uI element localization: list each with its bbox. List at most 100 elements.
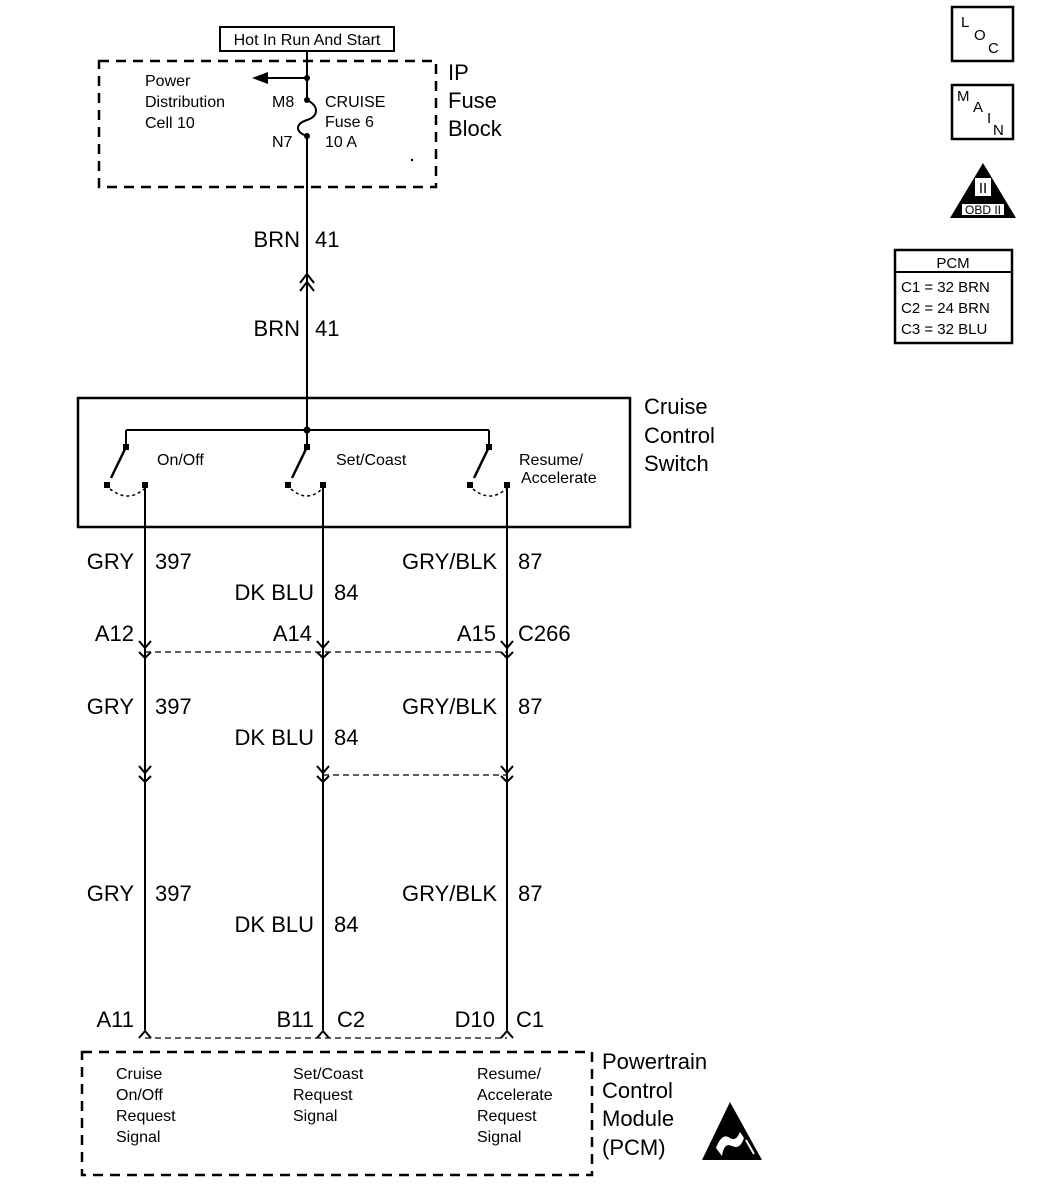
inline-connector-icon: [299, 272, 315, 284]
wire-left-circuit: 397: [155, 549, 192, 574]
loc-icon[interactable]: L O C: [950, 5, 1015, 63]
wire-middle-color-2: DK BLU: [235, 725, 314, 750]
pcm-signal-right-2: Accelerate: [477, 1087, 553, 1104]
switch-on-off: On/Off: [104, 444, 204, 497]
obd-numeral-box: [975, 178, 991, 196]
fuse-block-title-2: Fuse: [448, 88, 497, 113]
wire-left-color-3: GRY: [87, 881, 135, 906]
wire-right-color: GRY/BLK: [402, 549, 497, 574]
splice-dot: [304, 75, 310, 81]
pcm-signal-left-2: On/Off: [116, 1087, 163, 1104]
pcm-signal-right-3: Request: [477, 1108, 537, 1125]
feed-wire: BRN 41 BRN 41: [254, 136, 339, 430]
switch-blade-icon: [290, 446, 309, 479]
main-letter-a: A: [973, 99, 983, 116]
pcm-signal-middle-3: Signal: [293, 1108, 337, 1125]
switch-blade-icon: [109, 446, 128, 479]
pcm-table-row-3: C3 = 32 BLU: [901, 321, 987, 338]
switch-blade-icon: [472, 446, 491, 479]
pcm-title-1: Powertrain: [602, 1049, 707, 1074]
wire-right-circuit-3: 87: [518, 881, 542, 906]
obd-numeral: II: [979, 180, 987, 197]
switch-title-3: Switch: [644, 451, 709, 476]
switch-travel-arc: [290, 488, 323, 497]
pdc-label-3: Cell 10: [145, 115, 195, 132]
switch-travel-arc: [109, 488, 145, 497]
pin-a12: A12: [95, 621, 134, 646]
connector-pin-icon: [316, 640, 330, 650]
connector-pin-icon: [316, 1029, 330, 1039]
wire-right-color-3: GRY/BLK: [402, 881, 497, 906]
pcm-signal-right-4: Signal: [477, 1129, 521, 1146]
pcm-signal-middle-2: Request: [293, 1087, 353, 1104]
pcm-table-box: [893, 248, 1014, 345]
fuse-block-title-3: Block: [448, 116, 503, 141]
wire-right-circuit: 87: [518, 549, 542, 574]
pcm-module: Powertrain Control Module (PCM) Cruise O…: [80, 1049, 762, 1177]
switch-set-coast: Set/Coast: [285, 444, 407, 497]
pcm-title-2: Control: [602, 1078, 673, 1103]
pin-n7: N7: [272, 134, 293, 151]
switch-contact-icon: [285, 482, 291, 488]
pcm-connector-table: PCM C1 = 32 BRN C2 = 24 BRN C3 = 32 BLU: [893, 248, 1014, 345]
switch-title-1: Cruise: [644, 394, 708, 419]
fuse-label-3: 10 A: [325, 134, 357, 151]
connector-c266-name: C266: [518, 621, 571, 646]
switch-contact-icon: [104, 482, 110, 488]
inline-connector-2: [138, 765, 514, 784]
pdc-label-2: Distribution: [145, 94, 225, 111]
cruise-control-switch: Cruise Control Switch On/Off Set/Coast: [76, 394, 715, 529]
pdc-label-1: Power: [145, 73, 191, 90]
obd-label-box: [962, 204, 1004, 215]
obd-ii-icon[interactable]: II OBD II: [950, 163, 1016, 218]
fuse-block-outline: [97, 59, 438, 189]
connector-pin-icon: [500, 775, 514, 784]
connector-pin-icon: [138, 775, 152, 784]
pcm-outline: [80, 1050, 594, 1177]
fuse-block-title-1: IP: [448, 60, 469, 85]
wire-labels-seg1: GRY 397 DK BLU 84 GRY/BLK 87: [87, 549, 543, 605]
connector-c266: A12 A14 A15 C266: [95, 621, 571, 660]
wire-runs: [144, 485, 508, 1030]
wire-labels-seg2: GRY 397 DK BLU 84 GRY/BLK 87: [87, 694, 543, 750]
loc-letter-o: O: [974, 27, 986, 44]
switch-label-on-off: On/Off: [157, 452, 204, 469]
pin-m8: M8: [272, 94, 294, 111]
main-letter-m: M: [957, 88, 970, 105]
pin-b11: B11: [276, 1007, 314, 1032]
pcm-table-row-2: C2 = 24 BRN: [901, 300, 990, 317]
connector-pin-icon: [500, 651, 514, 660]
pcm-signal-left-1: Cruise: [116, 1066, 162, 1083]
wire-middle-color: DK BLU: [235, 580, 314, 605]
pin-a14: A14: [273, 621, 312, 646]
wire-labels-seg3: GRY 397 DK BLU 84 GRY/BLK 87: [87, 881, 543, 937]
fuse-label-1: CRUISE: [325, 94, 385, 111]
pcm-signal-middle-1: Set/Coast: [293, 1066, 364, 1083]
main-icon-box: [950, 83, 1015, 141]
pcm-signal-left-3: Request: [116, 1108, 176, 1125]
wire-left-circuit-3: 397: [155, 881, 192, 906]
speck: [410, 158, 414, 162]
feed-wire-circuit-bottom: 41: [315, 316, 339, 341]
switch-label-resume-2: Accelerate: [521, 470, 597, 487]
connector-pin-icon: [500, 1029, 514, 1039]
switch-contact-icon: [467, 482, 473, 488]
connector-pin-icon: [138, 765, 152, 775]
wire-left-color-2: GRY: [87, 694, 135, 719]
power-source: Hot In Run And Start: [219, 26, 395, 52]
switch-resume: Resume/ Accelerate: [467, 444, 597, 497]
wire-middle-circuit: 84: [334, 580, 358, 605]
inline-connector-icon-2: [299, 280, 315, 292]
wire-right-circuit-2: 87: [518, 694, 542, 719]
main-icon[interactable]: M A I N: [950, 83, 1015, 141]
pcm-title-4: (PCM): [602, 1135, 666, 1160]
connector-pin-icon: [138, 640, 152, 650]
fuse-icon: [297, 99, 317, 137]
connector-pin-icon: [138, 1029, 152, 1039]
power-source-label: Hot In Run And Start: [234, 32, 381, 49]
pcm-table-title: PCM: [936, 255, 969, 272]
connector-pin-icon: [500, 640, 514, 650]
pcm-signal-right-1: Resume/: [477, 1066, 542, 1083]
connector-pin-icon: [316, 765, 330, 775]
